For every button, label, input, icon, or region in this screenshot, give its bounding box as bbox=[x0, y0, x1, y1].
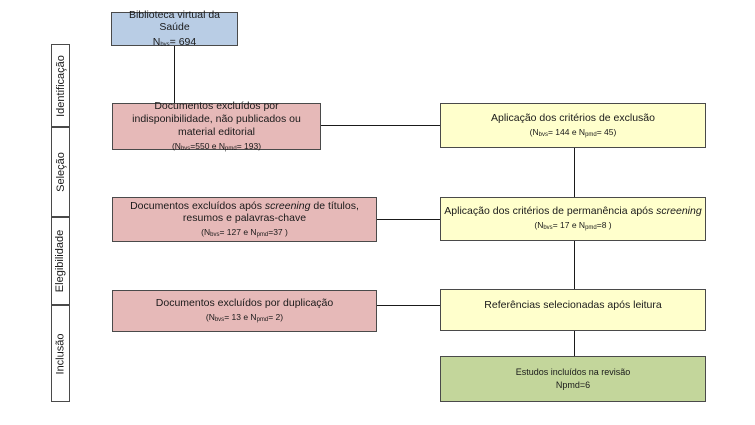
excluded-box-3: Documentos excluídos por duplicação (Nbv… bbox=[112, 290, 377, 332]
source-count: Nbvs= 694 bbox=[152, 36, 197, 49]
stage-label: Elegibilidade bbox=[54, 229, 67, 293]
excluded-title-2: Documentos excluídos após screening de t… bbox=[130, 199, 359, 225]
step-title-2: Aplicação dos critérios de permanência a… bbox=[444, 205, 702, 218]
included-box: Estudos incluídos na revisão Npmd=6 bbox=[440, 356, 706, 402]
stage-inclusao: Inclusão bbox=[51, 305, 70, 402]
step-box-3: Referências selecionadas após leitura bbox=[440, 289, 706, 331]
connector-row2 bbox=[377, 219, 440, 220]
connector-col2-3 bbox=[574, 331, 575, 356]
excluded-count-2: (Nbvs= 127 e Npmd=37 ) bbox=[201, 227, 288, 239]
connector-source-down bbox=[174, 46, 175, 106]
excluded-box-1: Documentos excluídos por indisponibilida… bbox=[112, 100, 321, 152]
step-box-2: Aplicação dos critérios de permanência a… bbox=[440, 197, 706, 241]
stage-label: Seleção bbox=[54, 152, 67, 192]
stage-label: Inclusão bbox=[54, 333, 67, 374]
connector-row1 bbox=[321, 125, 440, 126]
connector-row3 bbox=[377, 305, 440, 306]
stage-label: Identificação bbox=[54, 54, 67, 117]
step-title-1: Aplicação dos critérios de exclusão bbox=[490, 111, 655, 124]
excluded-title-1: Documentos excluídos por indisponibilida… bbox=[132, 100, 301, 138]
step-count-1: (Nbvs= 144 e Npmd= 45) bbox=[529, 126, 617, 138]
step-box-1: Aplicação dos critérios de exclusão (Nbv… bbox=[440, 103, 706, 148]
excluded-count-3: (Nbvs= 13 e Npmd= 2) bbox=[205, 312, 284, 324]
excluded-box-2: Documentos excluídos após screening de t… bbox=[112, 197, 377, 242]
stage-identificacao: Identificação bbox=[51, 44, 70, 127]
connector-col2-2 bbox=[574, 241, 575, 289]
step-title-3: Referências selecionadas após leitura bbox=[484, 299, 662, 311]
source-box: Biblioteca virtual da Saúde Nbvs= 694 bbox=[111, 8, 238, 49]
stage-selecao: Seleção bbox=[51, 127, 70, 217]
included-title: Estudos incluídos na revisão bbox=[515, 367, 631, 378]
excluded-title-3: Documentos excluídos por duplicação bbox=[155, 297, 334, 310]
connector-col2-1 bbox=[574, 148, 575, 197]
source-title: Biblioteca virtual da Saúde bbox=[128, 8, 221, 34]
excluded-count-1: (Nbvs=550 e Npmd= 193) bbox=[171, 140, 262, 152]
step-count-2: (Nbvs= 17 e Npmd=8 ) bbox=[534, 220, 612, 232]
stage-elegibilidade: Elegibilidade bbox=[51, 217, 70, 305]
included-count: Npmd=6 bbox=[555, 380, 591, 390]
